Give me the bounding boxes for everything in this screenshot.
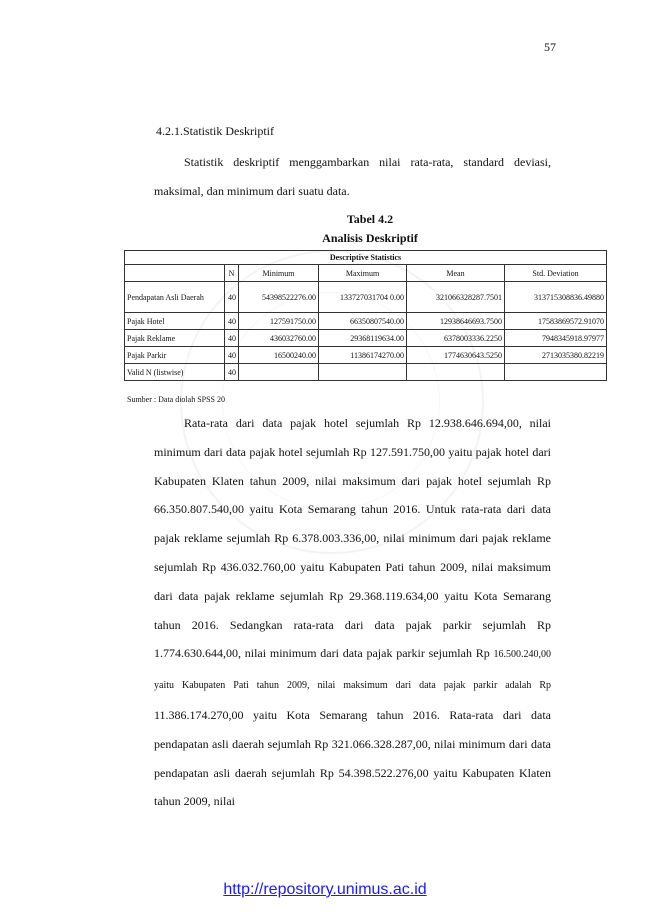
table-title: Tabel 4.2 [346,212,394,226]
descriptive-statistics-table: Descriptive Statistics N Minimum Maximum… [123,250,608,381]
table-row: Pendapatan Asli Daerah 40 54398522276.00… [124,281,608,313]
cell-std-deviation: 17583869572.91070 [503,312,608,330]
cell-maximum: 29368119634.00 [318,329,407,347]
cell-std-deviation: 2713035380.82219 [503,346,608,364]
table-row: Pajak Reklame 40 436032760.00 2936811963… [124,329,608,347]
cell-n: 40 [224,329,239,347]
table-row: Pajak Hotel 40 127591750.00 66350807540.… [124,312,608,330]
table-caption: Descriptive Statistics [123,250,608,265]
column-header: N [224,264,239,282]
cell-n: 40 [224,312,239,330]
cell-mean: 12938646693.7500 [406,312,505,330]
cell-minimum [238,363,319,381]
cell-std-deviation: 313715308836.49880 [503,281,608,313]
column-header: Mean [406,264,505,282]
cell-n: 40 [224,346,239,364]
cell-minimum: 436032760.00 [238,329,319,347]
cell-minimum: 16500240.00 [238,346,319,364]
row-label: Valid N (listwise) [124,363,225,381]
row-label: Pajak Parkir [124,346,225,364]
row-label: Pajak Hotel [124,312,225,330]
repository-link[interactable]: http://repository.unimus.ac.id [223,881,427,898]
table-row: Pajak Parkir 40 16500240.00 11386174270.… [124,346,608,364]
row-label: Pajak Reklame [124,329,225,347]
table-row: Valid N (listwise) 40 [124,363,608,381]
table-header-row: N Minimum Maximum Mean Std. Deviation [124,264,608,282]
body-paragraph: Rata-rata dari data pajak hotel sejumlah… [154,416,551,809]
table-source-note: Sumber : Data diolah SPSS 20 [127,395,226,404]
cell-std-deviation [503,363,608,381]
cell-std-deviation: 7948345918.97977 [503,329,608,347]
column-header [124,264,225,282]
cell-n: 40 [224,281,239,313]
cell-mean [406,363,505,381]
cell-maximum: 133727031704 0.00 [318,281,407,313]
cell-mean: 6378003336.2250 [406,329,505,347]
cell-maximum [318,363,407,381]
column-header: Std. Deviation [503,264,608,282]
cell-mean: 321066328287.7501 [406,281,505,313]
cell-maximum: 11386174270.00 [318,346,407,364]
table-subtitle: Analisis Deskriptif [322,231,418,245]
section-heading: 4.2.1.Statistik Deskriptif [156,124,274,138]
page-number: 57 [544,40,556,54]
cell-minimum: 54398522276.00 [238,281,319,313]
column-header: Minimum [238,264,319,282]
cell-n: 40 [224,363,239,381]
row-label: Pendapatan Asli Daerah [124,281,225,313]
cell-minimum: 127591750.00 [238,312,319,330]
cell-mean: 1774630643.5250 [406,346,505,364]
intro-paragraph: Statistik deskriptif menggambarkan nilai… [154,155,551,198]
cell-maximum: 66350807540.00 [318,312,407,330]
column-header: Maximum [318,264,407,282]
